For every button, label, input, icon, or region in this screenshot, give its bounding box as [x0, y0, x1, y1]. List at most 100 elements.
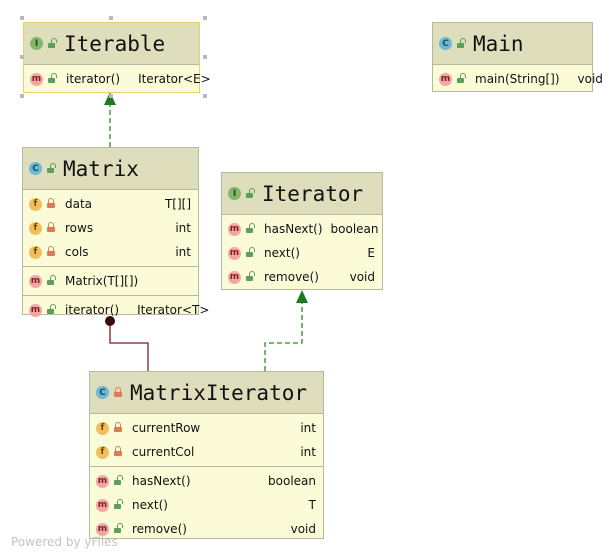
edge-matrix-inner-matrixiterator	[109, 321, 149, 371]
method-row[interactable]: m main(String[]) void	[433, 67, 603, 91]
class-iterator[interactable]: I Iterator m hasNext() boolean m next() …	[221, 172, 383, 290]
inner-class-dot	[105, 316, 115, 326]
field-row[interactable]: f currentRow int	[90, 416, 323, 440]
public-lock-icon	[246, 247, 255, 257]
method-icon: m	[228, 222, 241, 236]
public-lock-icon	[457, 37, 466, 48]
class-main[interactable]: C Main m main(String[]) void	[432, 22, 603, 93]
method-name: iterator()	[66, 72, 121, 86]
method-row[interactable]: m remove() void	[90, 517, 323, 541]
selection-handle[interactable]	[203, 16, 207, 20]
field-row[interactable]: f cols int	[23, 240, 198, 264]
selection-handle[interactable]	[109, 94, 113, 98]
field-icon: f	[29, 245, 42, 259]
method-name: main(String[])	[475, 72, 560, 86]
private-lock-icon	[47, 246, 55, 256]
method-icon: m	[96, 498, 109, 512]
method-type: T	[308, 498, 316, 512]
method-icon: m	[439, 72, 452, 86]
public-lock-icon	[48, 37, 57, 48]
field-name: rows	[65, 221, 94, 235]
method-type: void	[290, 522, 316, 536]
selection-handle[interactable]	[203, 94, 207, 98]
method-row[interactable]: m next() E	[222, 241, 382, 265]
main-header: C Main	[433, 23, 592, 65]
class-matrix[interactable]: C Matrix f data T[][] f rows int f cols …	[22, 147, 209, 317]
method-type: Iterator<E>	[138, 72, 211, 86]
method-type: boolean	[330, 222, 379, 236]
class-name: Main	[473, 31, 524, 56]
constructor-row[interactable]: m Matrix(T[][])	[23, 269, 198, 293]
arrowhead-iterator	[296, 290, 308, 303]
methods-section: m main(String[]) void	[433, 65, 603, 93]
iterable-header: I Iterable	[24, 23, 199, 65]
public-lock-icon	[246, 223, 255, 233]
method-icon: m	[96, 474, 109, 488]
method-name: remove()	[264, 270, 319, 284]
method-icon: m	[96, 522, 109, 536]
selection-handle[interactable]	[109, 16, 113, 20]
methods-section: m iterator() Iterator<E>	[24, 65, 211, 93]
matrixiterator-header: C MatrixIterator	[90, 372, 323, 414]
private-lock-icon	[114, 446, 122, 456]
field-icon: f	[29, 221, 42, 235]
class-icon: C	[96, 386, 109, 399]
constructors-section: m Matrix(T[][])	[23, 266, 198, 295]
method-row[interactable]: m hasNext() boolean	[90, 469, 323, 493]
selection-handle[interactable]	[203, 55, 207, 59]
field-type: T[][]	[164, 197, 191, 211]
public-lock-icon	[114, 499, 123, 509]
interface-icon: I	[228, 187, 241, 200]
private-lock-icon	[47, 222, 55, 232]
public-lock-icon	[246, 187, 255, 198]
public-lock-icon	[114, 523, 123, 533]
class-iterable[interactable]: I Iterable m iterator() Iterator<E>	[23, 22, 211, 93]
method-row[interactable]: m iterator() Iterator<T>	[23, 298, 209, 322]
method-row[interactable]: m next() T	[90, 493, 323, 517]
method-type: void	[349, 270, 375, 284]
public-lock-icon	[48, 73, 57, 83]
method-type: Iterator<T>	[137, 303, 210, 317]
watermark: Powered by yFiles	[11, 535, 118, 549]
matrix-header: C Matrix	[23, 148, 198, 190]
field-icon: f	[96, 445, 109, 459]
selection-handle[interactable]	[20, 55, 24, 59]
field-icon: f	[29, 197, 42, 211]
field-type: int	[175, 245, 191, 259]
public-lock-icon	[114, 475, 123, 485]
field-type: int	[300, 421, 316, 435]
iterator-header: I Iterator	[222, 173, 382, 215]
field-type: int	[300, 445, 316, 459]
method-row[interactable]: m hasNext() boolean	[222, 217, 382, 241]
method-icon: m	[228, 270, 241, 284]
field-row[interactable]: f data T[][]	[23, 192, 198, 216]
method-icon: m	[29, 274, 42, 288]
field-row[interactable]: f currentCol int	[90, 440, 323, 464]
class-matrixiterator[interactable]: C MatrixIterator f currentRow int f curr…	[89, 371, 324, 539]
field-name: currentCol	[132, 445, 195, 459]
method-row[interactable]: m iterator() Iterator<E>	[24, 67, 211, 91]
field-icon: f	[96, 421, 109, 435]
class-name: Matrix	[63, 156, 139, 181]
field-name: data	[65, 197, 93, 211]
methods-section: m hasNext() boolean m next() T m remove(…	[90, 466, 323, 543]
selection-handle[interactable]	[20, 94, 24, 98]
method-type: boolean	[268, 474, 316, 488]
field-name: currentRow	[132, 421, 201, 435]
interface-icon: I	[30, 37, 43, 50]
public-lock-icon	[47, 162, 56, 173]
public-lock-icon	[457, 73, 466, 83]
selection-handle[interactable]	[20, 16, 24, 20]
field-row[interactable]: f rows int	[23, 216, 198, 240]
method-icon: m	[228, 246, 241, 260]
method-row[interactable]: m remove() void	[222, 265, 382, 289]
method-name: hasNext()	[132, 474, 191, 488]
class-name: Iterator	[262, 181, 364, 206]
private-lock-icon	[47, 198, 55, 208]
method-name: remove()	[132, 522, 187, 536]
class-icon: C	[439, 37, 452, 50]
class-name: Iterable	[64, 31, 166, 56]
method-type: void	[577, 72, 603, 86]
public-lock-icon	[47, 275, 56, 285]
fields-section: f data T[][] f rows int f cols int	[23, 190, 198, 266]
